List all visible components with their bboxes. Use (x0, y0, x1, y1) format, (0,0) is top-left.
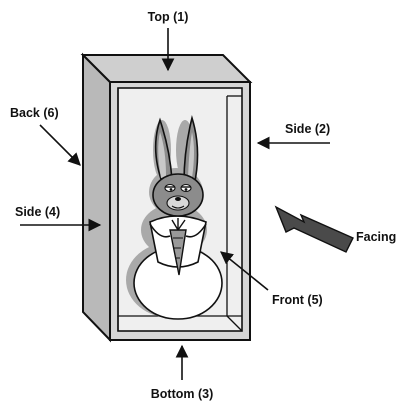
facing-arrow (274, 205, 354, 253)
label-side-left: Side (4) (15, 205, 60, 219)
label-back: Back (6) (10, 106, 59, 120)
arrow-front (220, 251, 269, 291)
label-arrows (20, 28, 354, 380)
arrow-back (39, 124, 81, 166)
bunny-head (152, 173, 204, 217)
box-top-panel (80, 54, 253, 83)
label-top: Top (1) (148, 10, 189, 24)
label-facing: Facing (356, 230, 396, 244)
label-side-right: Side (2) (285, 122, 330, 136)
bunny-arm-left (149, 223, 171, 238)
bunny-arm-right (185, 223, 207, 238)
box-side-panel (82, 52, 111, 343)
label-bottom: Bottom (3) (151, 387, 214, 401)
bunny-icon (126, 115, 223, 320)
label-front: Front (5) (272, 293, 323, 307)
carrot-icon (169, 218, 187, 276)
